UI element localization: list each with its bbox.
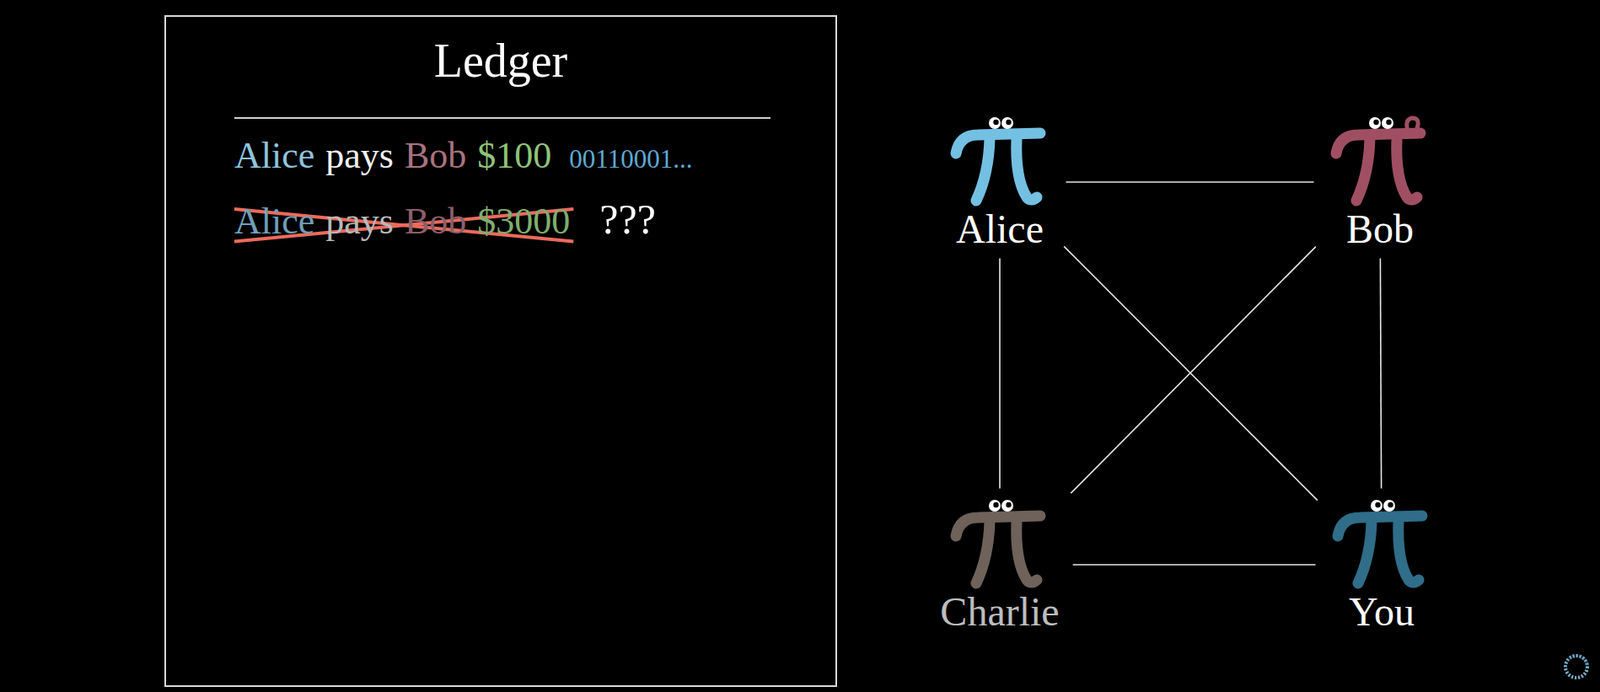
network-link — [1070, 246, 1316, 494]
person-name: Alice — [940, 207, 1060, 253]
ledger-word: Alice — [234, 200, 315, 244]
pi-figure — [947, 495, 1053, 591]
person-name: Charlie — [933, 590, 1066, 635]
pi-figure — [947, 112, 1053, 208]
network-link — [1379, 257, 1381, 489]
network-link — [1063, 246, 1318, 500]
network-link — [1073, 563, 1316, 566]
ledger-word: $3000 — [477, 200, 570, 244]
loading-spinner — [1565, 655, 1588, 678]
network-link — [998, 257, 1001, 489]
ledger-word: Alice — [234, 134, 315, 178]
pi-figure — [1327, 112, 1434, 208]
ledger-word: pays — [325, 200, 394, 244]
ledger-title: Ledger — [166, 35, 836, 88]
title-rule — [234, 117, 771, 119]
pi-creature: Charlie — [933, 495, 1066, 635]
person-name: You — [1322, 590, 1442, 635]
ledger-row: AlicepaysBob$100 00110001... — [234, 134, 693, 178]
ledger-word: $100 — [477, 134, 552, 178]
pi-creature: Alice — [940, 112, 1060, 253]
ledger-word: pays — [325, 134, 394, 178]
ledger-box: LedgerAlicepaysBob$10000110001...Alicepa… — [164, 15, 838, 688]
signature-bits: 00110001... — [569, 144, 693, 175]
person-name: Bob — [1320, 207, 1440, 253]
ledger-row: AlicepaysBob$3000??? — [234, 195, 656, 245]
pi-creature: You — [1322, 495, 1442, 635]
network-link — [1066, 181, 1315, 183]
ledger-word: ??? — [599, 195, 656, 245]
strike-layer — [166, 16, 836, 686]
ledger-word: Bob — [404, 134, 467, 178]
ledger-word: Bob — [404, 200, 467, 244]
pi-figure — [1329, 495, 1435, 591]
pi-creature: Bob — [1320, 112, 1440, 253]
